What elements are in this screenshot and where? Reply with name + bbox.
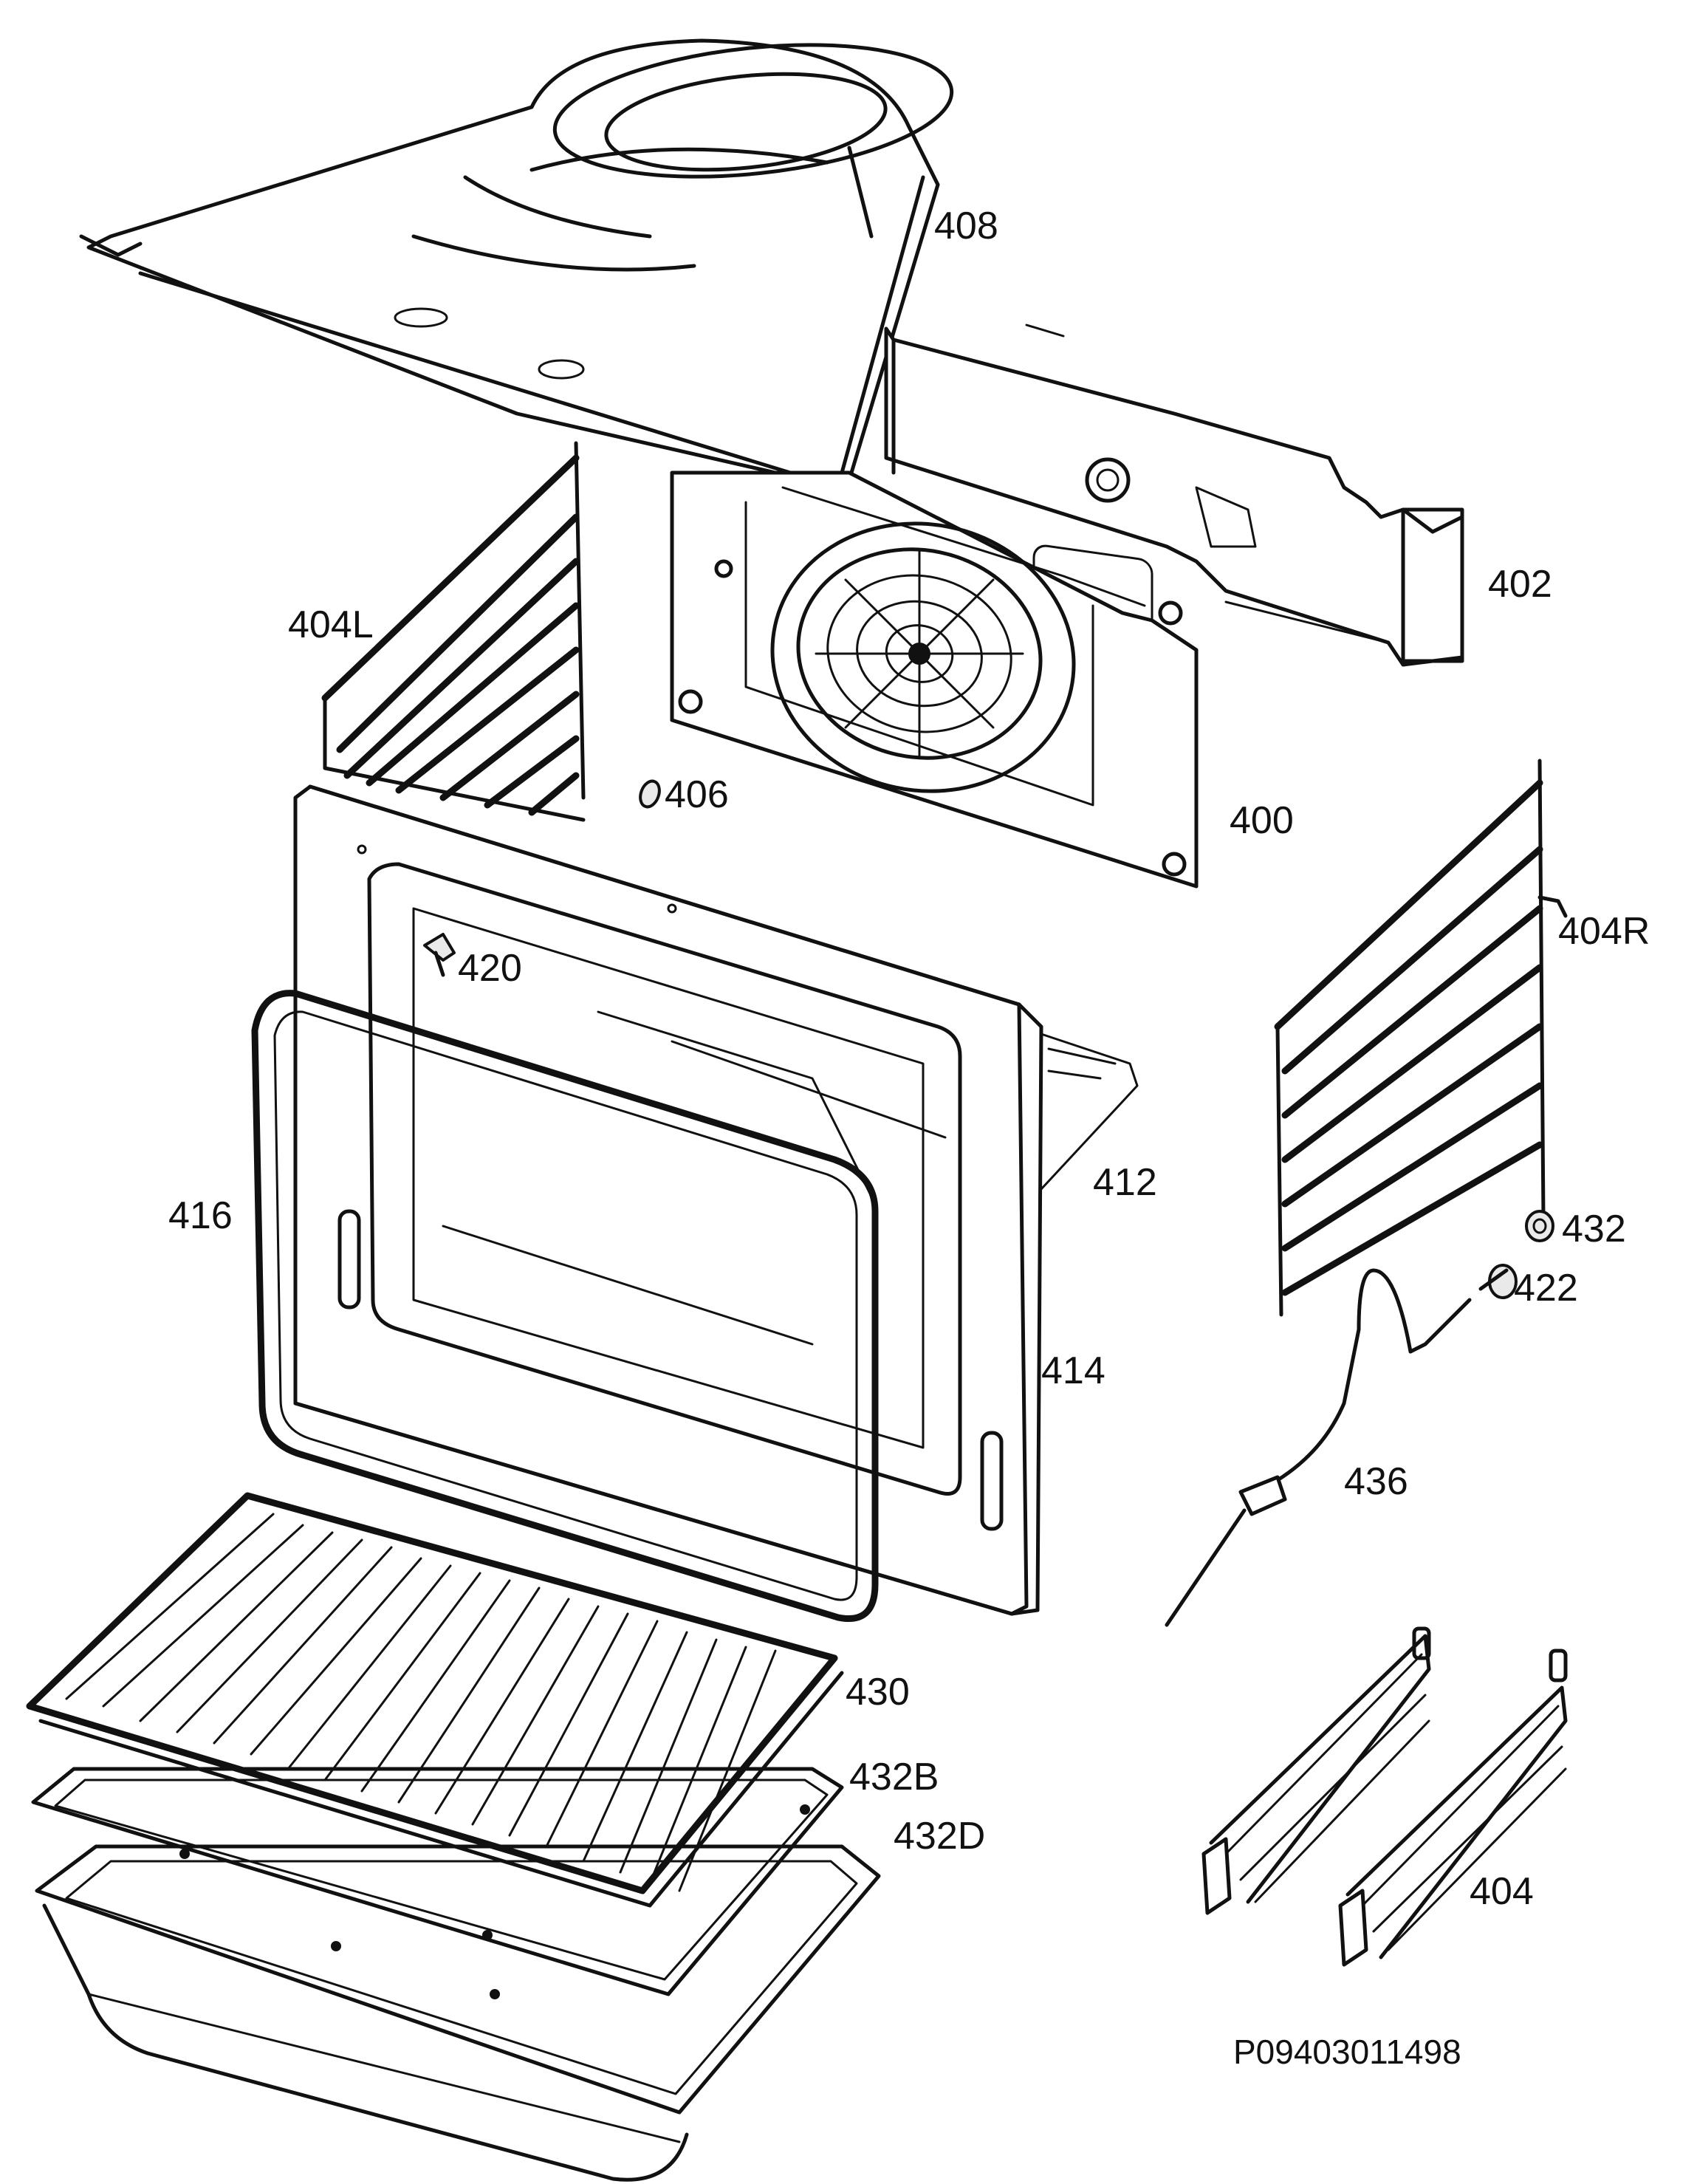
part-420-screw: [423, 933, 456, 977]
part-432D-deep-tray: [35, 1844, 881, 2182]
part-432-nut: [1525, 1210, 1554, 1242]
label-part-432B: 432B: [849, 1756, 939, 1798]
part-408-fan-cover: [79, 38, 954, 490]
part-404-telescopic-runners: [1201, 1626, 1568, 1967]
label-part-430: 430: [846, 1671, 910, 1714]
part-416-door-seal: [251, 990, 879, 1622]
label-part-422: 422: [1514, 1267, 1578, 1310]
label-part-412: 412: [1093, 1161, 1157, 1204]
label-part-436: 436: [1344, 1460, 1408, 1503]
label-part-404R: 404R: [1558, 910, 1650, 953]
label-part-404: 404: [1470, 1870, 1534, 1913]
label-part-416: 416: [168, 1194, 233, 1237]
part-422-socket: [1478, 1264, 1518, 1299]
part-430-wire-shelf: [26, 1492, 844, 1908]
label-part-402: 402: [1488, 563, 1552, 606]
part-404L-left-rail: [321, 441, 586, 822]
part-402-rear-bracket: [884, 324, 1464, 667]
part-406-screw: [639, 779, 661, 809]
label-part-406: 406: [665, 773, 729, 816]
part-436-meat-probe: [1165, 1268, 1472, 1627]
label-part-414: 414: [1041, 1349, 1105, 1392]
part-404R-right-rail: [1274, 759, 1568, 1317]
part-400-rear-panel: [670, 470, 1199, 889]
label-part-420: 420: [458, 947, 522, 990]
label-part-432D: 432D: [894, 1815, 986, 1858]
part-414-front-frame: [293, 784, 1139, 1616]
label-part-432: 432: [1562, 1208, 1626, 1250]
label-part-400: 400: [1230, 799, 1294, 842]
label-part-408: 408: [934, 205, 998, 247]
part-432B-shallow-tray: [31, 1767, 844, 1996]
label-part-404L: 404L: [288, 603, 374, 646]
document-code: P09403011498: [1233, 2033, 1461, 2071]
